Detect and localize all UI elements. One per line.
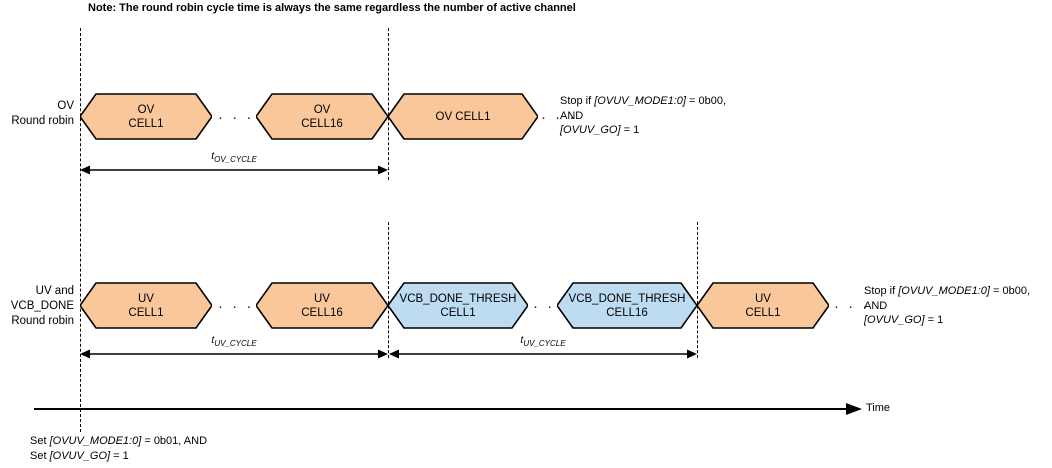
uv-stop-condition: Stop if [OVUV_MODE1:0] = 0b00, AND [OVUV… (864, 284, 1030, 328)
ov-stop-condition: Stop if [OVUV_MODE1:0] = 0b00, AND [OVUV… (560, 94, 726, 138)
measure-uv-cycle1-label: tUV_CYCLE (211, 334, 257, 349)
block-ov-cell1-label: OV CELL1 (128, 103, 164, 130)
block-uv-cell1-next-label: UV CELL1 (745, 292, 781, 319)
dashed-guide-start (80, 28, 81, 432)
ellipsis-uv-1: · · · (218, 298, 254, 315)
block-uv-cell1-label: UV CELL1 (128, 292, 164, 319)
time-axis-label: Time (866, 402, 891, 414)
row-label-uv: UV and VCB_DONE Round robin (0, 284, 74, 329)
uv-stop-line1: Stop if [OVUV_MODE1:0] = 0b00, (864, 285, 1031, 297)
ellipsis-ov-2: · · · (541, 109, 577, 126)
ellipsis-ov-1: · · · (218, 109, 254, 126)
block-vcb-done-thresh-cell16[interactable]: VCB_DONE_THRESH CELL16 (557, 282, 697, 329)
diagram-note: Note: The round robin cycle time is alwa… (88, 2, 576, 14)
block-vcb-done-thresh-cell16-label: VCB_DONE_THRESH CELL16 (568, 292, 686, 319)
block-uv-cell1-next[interactable]: UV CELL1 (697, 282, 829, 329)
dashed-guide-ov-cycle-end (388, 28, 389, 180)
dashed-guide-uv-cycle2-end (697, 222, 698, 358)
ov-stop-line2: AND (560, 109, 584, 122)
row-label-ov: OV Round robin (0, 99, 74, 129)
block-uv-cell16[interactable]: UV CELL16 (256, 282, 388, 329)
measure-uv-cycle1-arrow (80, 348, 388, 360)
dashed-guide-uv-cycle1-end (388, 222, 389, 358)
set-line1: Set [OVUV_MODE1:0] = 0b01, AND (30, 435, 208, 447)
row-label-ov-line1: OV (57, 100, 74, 112)
set-condition-text: Set [OVUV_MODE1:0] = 0b01, AND Set [OVUV… (30, 434, 207, 463)
block-ov-cell1-next[interactable]: OV CELL1 (388, 93, 538, 140)
measure-ov-cycle-arrow (80, 164, 388, 176)
row-label-ov-line2: Round robin (11, 115, 74, 127)
hexagon-shape (388, 93, 538, 140)
block-ov-cell1-next-label: OV CELL1 (435, 110, 491, 123)
block-vcb-done-thresh-cell1-label: VCB_DONE_THRESH CELL1 (399, 292, 517, 319)
ov-stop-line1: Stop if [OVUV_MODE1:0] = 0b00, (560, 95, 727, 107)
block-uv-cell1[interactable]: UV CELL1 (80, 282, 212, 329)
hexagon-shape (697, 282, 829, 329)
uv-stop-line2: AND (864, 299, 888, 312)
ellipsis-uv-3: · · · (834, 298, 870, 315)
hexagon-shape (256, 282, 388, 329)
block-ov-cell16-label: OV CELL16 (301, 103, 343, 130)
block-ov-cell1[interactable]: OV CELL1 (80, 93, 212, 140)
row-label-uv-line3: Round robin (11, 315, 74, 327)
time-axis (34, 402, 862, 421)
block-uv-cell16-label: UV CELL16 (301, 292, 343, 319)
hexagon-shape (80, 93, 212, 140)
hexagon-shape (80, 282, 212, 329)
hexagon-shape (388, 282, 528, 329)
measure-uv-cycle2-label: tUV_CYCLE (520, 334, 566, 349)
row-label-uv-line1: UV and (35, 285, 74, 297)
set-line2: Set [OVUV_GO] = 1 (30, 449, 129, 462)
hexagon-shape (557, 282, 697, 329)
block-ov-cell16[interactable]: OV CELL16 (256, 93, 388, 140)
measure-ov-cycle-label: tOV_CYCLE (211, 150, 257, 165)
measure-uv-cycle2-arrow (389, 348, 697, 360)
block-vcb-done-thresh-cell1[interactable]: VCB_DONE_THRESH CELL1 (388, 282, 528, 329)
ov-stop-line3: [OVUV_GO] = 1 (560, 124, 640, 136)
row-label-uv-line2: VCB_DONE (10, 300, 74, 312)
hexagon-shape (256, 93, 388, 140)
uv-stop-line3: [OVUV_GO] = 1 (864, 314, 944, 326)
